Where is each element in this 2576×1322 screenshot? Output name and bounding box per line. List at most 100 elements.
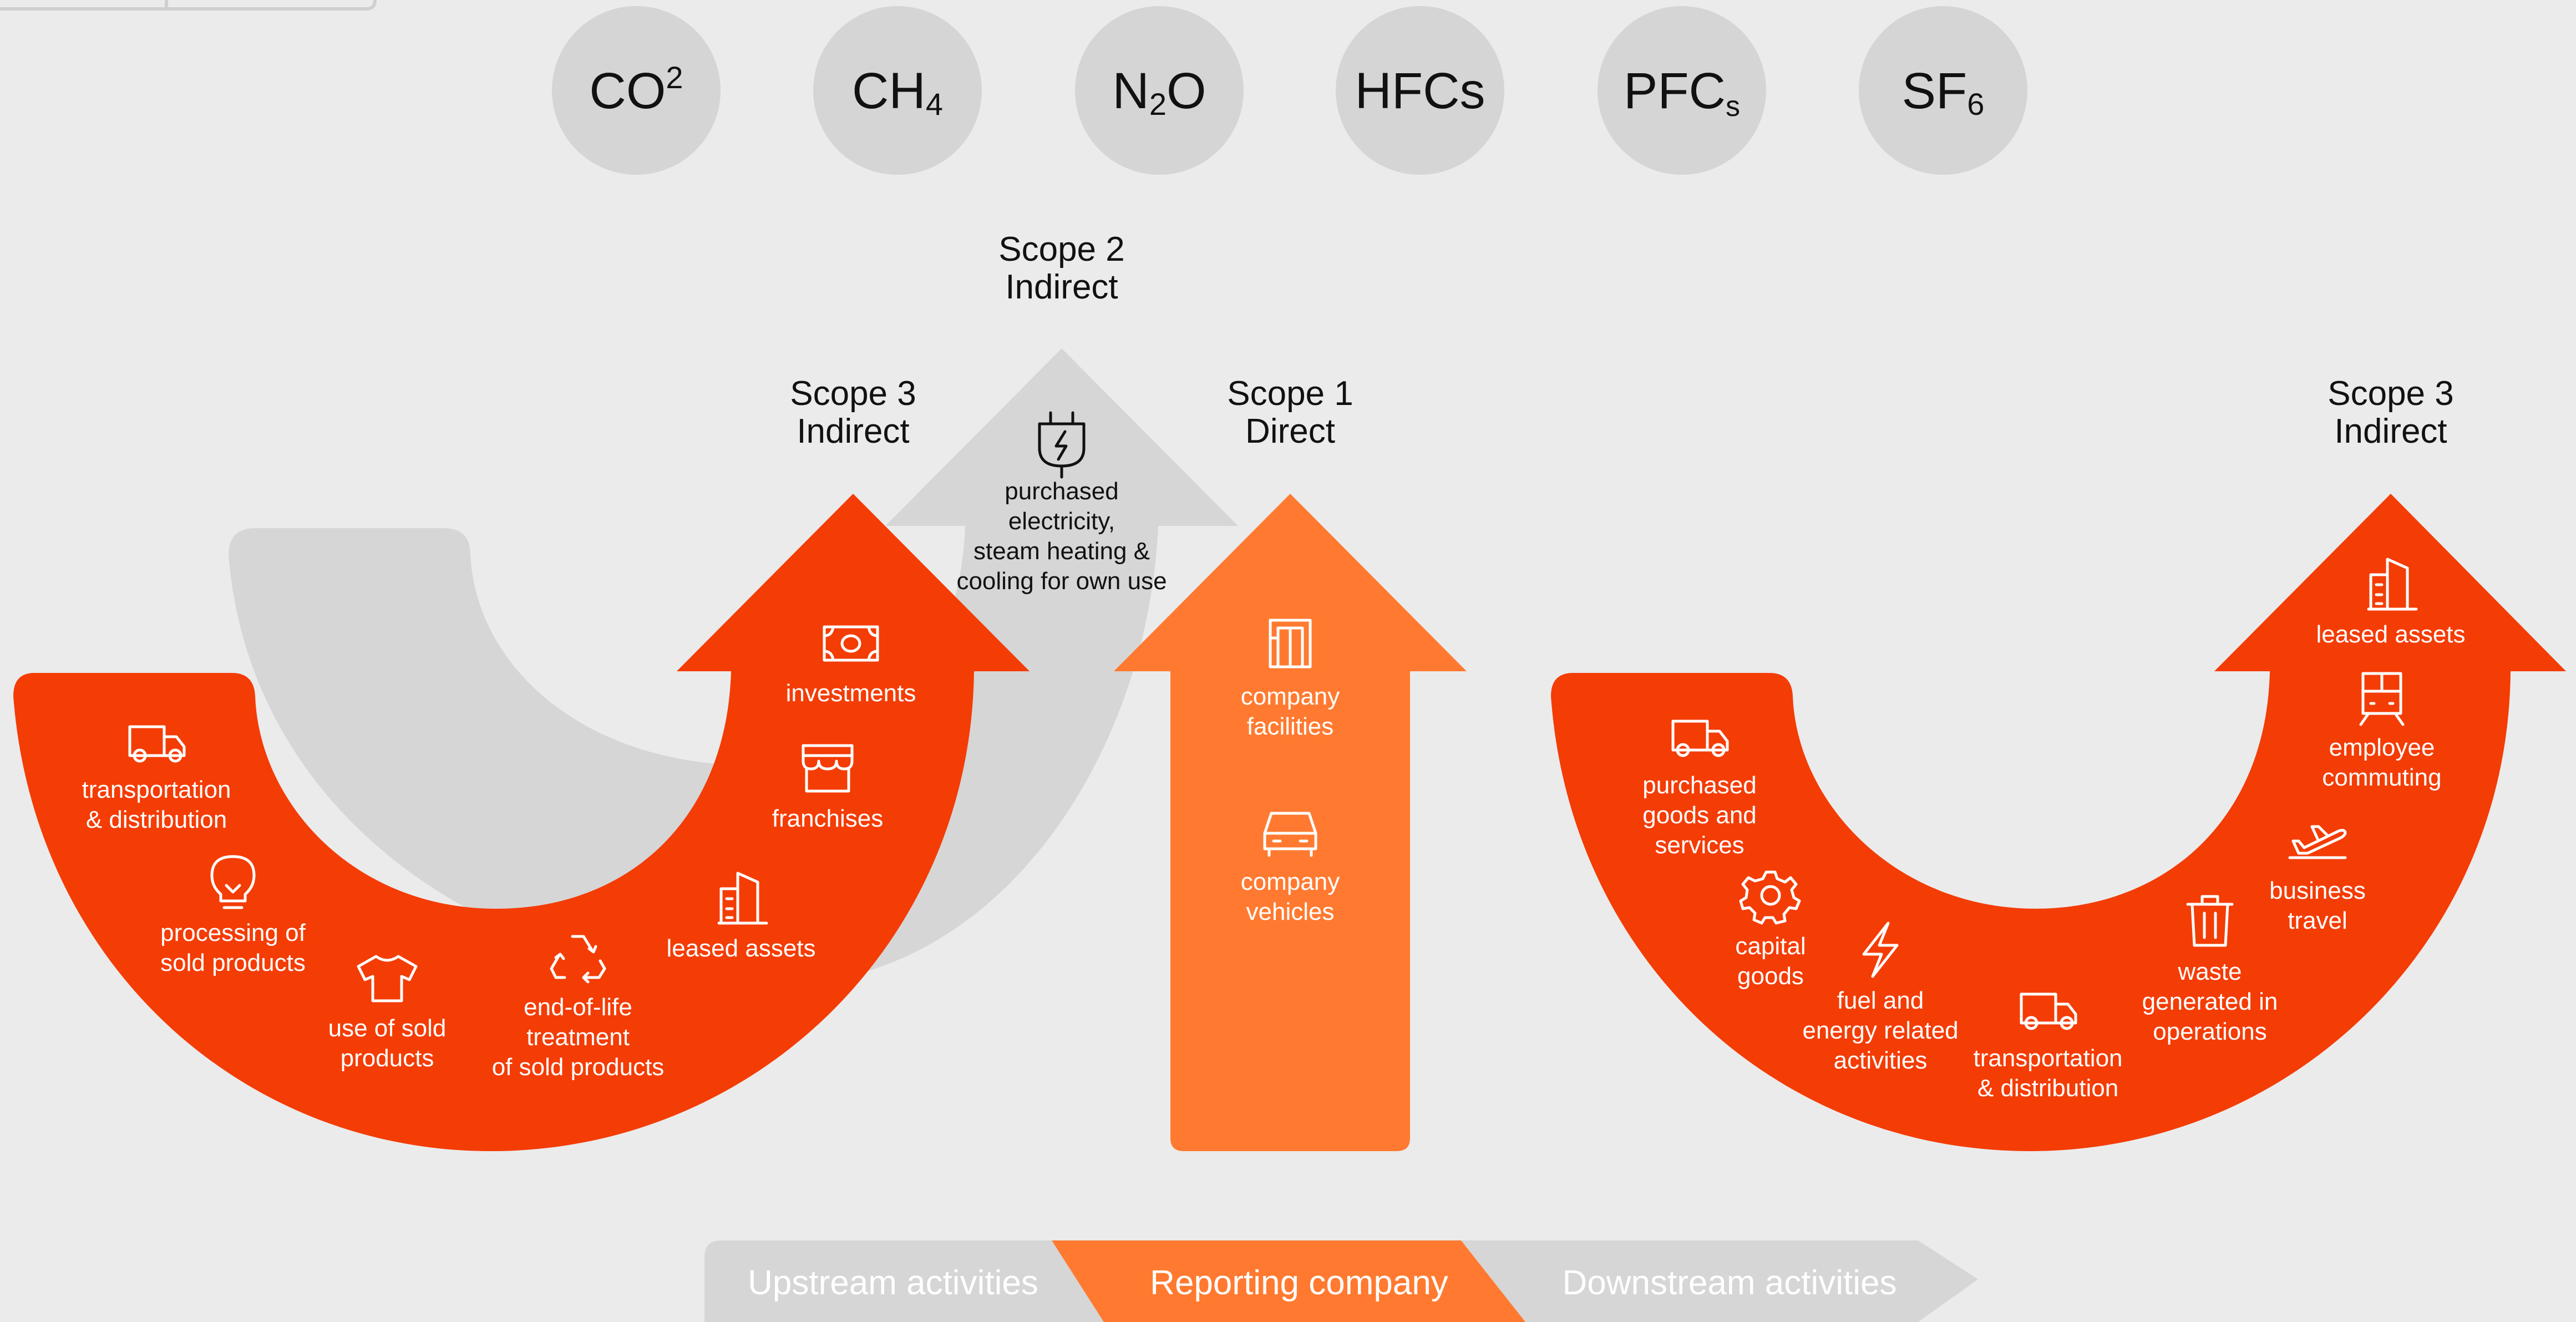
scope3-right-heading: Scope 3 Indirect [2327,374,2454,450]
item-line: energy related [1802,1017,1958,1044]
scope3-right-arrow [1551,494,2566,1151]
storefront-icon [802,744,854,793]
scope3-left-heading: Scope 3 Indirect [790,374,916,450]
item-line: use of sold [328,1015,447,1042]
item-line: company [1241,683,1340,710]
scope3-left-item: transportation & distribution [82,725,231,833]
reporting-label: Reporting company [1150,1264,1448,1302]
reporting-segment [1052,1240,1525,1322]
downstream-segment [1520,1240,1978,1322]
scope3-right-item: leased assets [2316,558,2466,648]
item-line: transportation [1973,1045,2122,1072]
scope1-item: company vehicles [1241,812,1340,925]
item-line: transportation [82,776,231,803]
item-line: & distribution [86,806,227,833]
scope2-line: purchased [1005,478,1118,505]
upstream-label: Upstream activities [748,1264,1038,1302]
scope-subtitle: Indirect [2334,412,2447,450]
scope3-left-item: leased assets [666,872,816,962]
gas-circle [813,6,982,175]
item-line: end-of-life [524,994,632,1021]
scope3-right-item: capital goods [1735,870,1806,990]
tshirt-icon [357,955,418,1002]
item-line: facilities [1247,713,1334,740]
scope-subtitle: Indirect [797,412,909,450]
scope3-right-item: waste generated in operations [2142,895,2278,1045]
item-line: waste [2178,958,2242,985]
item-line: leased assets [666,935,815,962]
item-line: vehicles [1246,898,1335,925]
gas-circle [1859,6,2027,175]
item-line: activities [1834,1047,1928,1074]
scope3-right-item: business travel [2269,825,2366,934]
item-line: goods [1737,963,1804,990]
gas-label: SF6 [1902,63,1985,121]
lightbulb-icon [210,855,256,909]
item-line: of sold products [492,1053,665,1081]
item-line: investments [786,680,916,707]
recycle-icon [550,935,606,984]
gas-label: N2O [1112,63,1206,121]
banknote-icon [823,625,879,662]
item-line: company [1241,868,1340,895]
scope2-arrow-shape [229,348,1238,985]
top-tab-fragment[interactable] [0,0,377,11]
scope2-line: steam heating & [973,538,1150,565]
scope-subtitle: Direct [1245,412,1335,450]
item-line: business [2269,877,2366,904]
item-line: treatment [526,1024,630,1051]
gas-pfcs: PFCs [1598,6,1766,175]
gas-label: CH4 [852,63,943,121]
item-line: products [341,1045,434,1072]
scope1-arrow [1114,494,1467,1151]
lightning-icon [1862,921,1899,978]
activity-bar: Upstream activities Reporting company Do… [704,1240,1978,1322]
scope1-item: company facilities [1241,619,1340,740]
scope3-left-item: processing of sold products [160,855,306,976]
scope2-line: electricity, [1008,508,1115,535]
scope1-heading: Scope 1 Direct [1227,374,1353,450]
gas-circle [552,6,721,175]
gas-circle [1336,6,1504,175]
gas-circle [1598,6,1766,175]
scope3-left-item: franchises [772,744,884,832]
scope-subtitle: Indirect [1005,268,1118,306]
item-line: fuel and [1837,987,1924,1014]
office-building-icon [2367,558,2418,611]
truck-icon [2020,992,2077,1030]
gas-label: PFCs [1624,63,1740,123]
item-line: capital [1735,933,1806,960]
scope3-right-item: fuel and energy related activities [1802,921,1959,1074]
scope-title: Scope 3 [2327,374,2454,413]
gas-label: HFCs [1355,63,1485,119]
item-line: franchises [772,805,884,832]
item-line: processing of [160,919,306,946]
truck-icon [1671,720,1729,757]
gas-label: CO2 [589,60,683,119]
plug-icon [1038,411,1086,479]
gear-icon [1739,870,1801,925]
gas-ch4: CH4 [813,6,982,175]
item-line: commuting [2322,764,2441,791]
scope1-arrow-shape [1114,494,1467,1151]
airplane-icon [2288,825,2347,859]
gas-circle [1075,6,1244,175]
item-line: generated in [2142,988,2278,1015]
car-icon [1263,812,1317,857]
item-line: & distribution [1977,1075,2118,1102]
item-line: employee [2329,734,2435,761]
item-line: leased assets [2316,621,2465,648]
scope-title: Scope 1 [1227,374,1353,413]
scope3-left-arrow [13,494,1030,1151]
scope3-left-shape [13,494,1030,1151]
office-building-icon [717,872,768,925]
downstream-label: Downstream activities [1563,1264,1897,1302]
item-line: goods and [1642,802,1757,829]
scope-title: Scope 3 [790,374,916,413]
scope2-heading: Scope 2 Indirect [998,230,1125,306]
scope3-left-item: end-of-life treatment of sold products [492,935,665,1081]
trash-icon [2186,895,2234,947]
item-line: travel [2288,907,2347,934]
scope3-right-item: purchased goods and services [1642,720,1757,859]
